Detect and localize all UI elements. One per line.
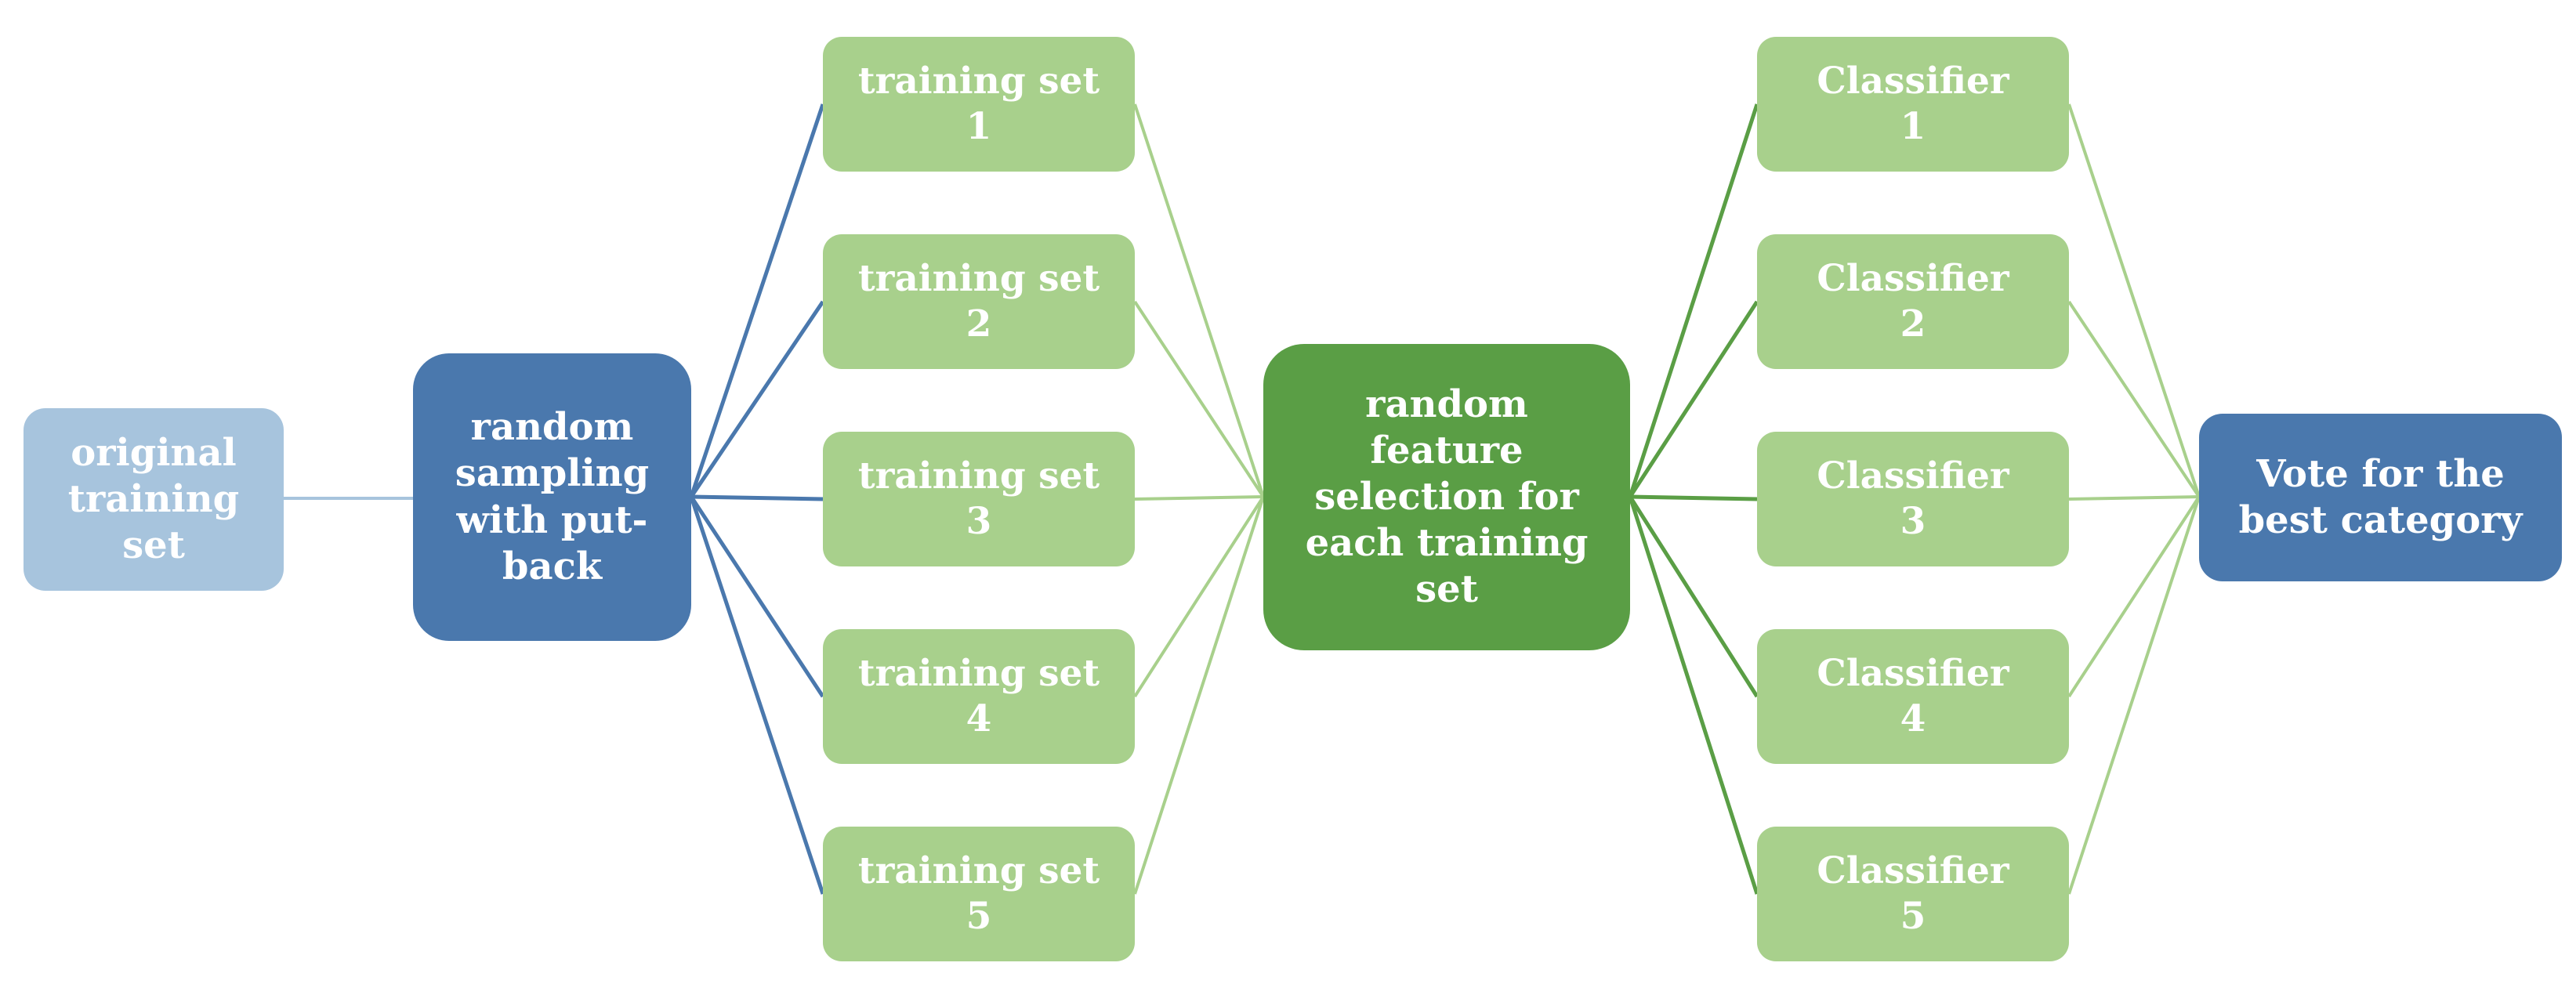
training-set-node-4: training set 4 <box>823 629 1135 764</box>
connector-training-set-3-to-feature <box>1134 495 1264 501</box>
connector-sampling-to-training-set-4 <box>689 495 825 698</box>
classifier-node-4: Classifier 4 <box>1757 629 2069 764</box>
connector-training-set-2-to-feature <box>1133 300 1265 498</box>
connector-classifier-2-to-vote <box>2067 300 2201 498</box>
connector-feature-to-classifier-5 <box>1628 496 1759 895</box>
connector-sampling-to-training-set-2 <box>689 300 825 498</box>
connector-feature-to-classifier-4 <box>1628 495 1759 698</box>
vote-best-category-node: Vote for the best category <box>2199 414 2562 581</box>
training-set-node-5: training set 5 <box>823 827 1135 961</box>
connector-training-set-1-to-feature <box>1133 103 1265 498</box>
connector-feature-to-classifier-2 <box>1628 300 1759 498</box>
connector-training-set-4-to-feature <box>1133 495 1265 698</box>
connector-feature-to-classifier-3 <box>1629 494 1758 501</box>
connector-sampling-to-training-set-1 <box>689 103 825 498</box>
connector-sampling-to-training-set-3 <box>690 494 824 501</box>
connector-training-set-5-to-feature <box>1133 496 1265 895</box>
connector-classifier-4-to-vote <box>2067 495 2201 698</box>
connector-classifier-3-to-vote <box>2068 495 2200 501</box>
training-set-node-3: training set 3 <box>823 432 1135 566</box>
random-feature-selection-node: random feature selection for each traini… <box>1263 344 1630 650</box>
connector-sampling-to-training-set-5 <box>689 496 825 895</box>
classifier-node-5: Classifier 5 <box>1757 827 2069 961</box>
connector-classifier-1-to-vote <box>2067 103 2201 498</box>
training-set-node-2: training set 2 <box>823 234 1135 369</box>
training-set-node-1: training set 1 <box>823 37 1135 172</box>
classifier-node-1: Classifier 1 <box>1757 37 2069 172</box>
original-training-set-node: original training set <box>24 408 284 591</box>
classifier-node-3: Classifier 3 <box>1757 432 2069 566</box>
connector-feature-to-classifier-1 <box>1628 103 1759 498</box>
classifier-node-2: Classifier 2 <box>1757 234 2069 369</box>
connector-classifier-5-to-vote <box>2067 496 2201 895</box>
random-sampling-node: random sampling with put- back <box>413 353 691 641</box>
